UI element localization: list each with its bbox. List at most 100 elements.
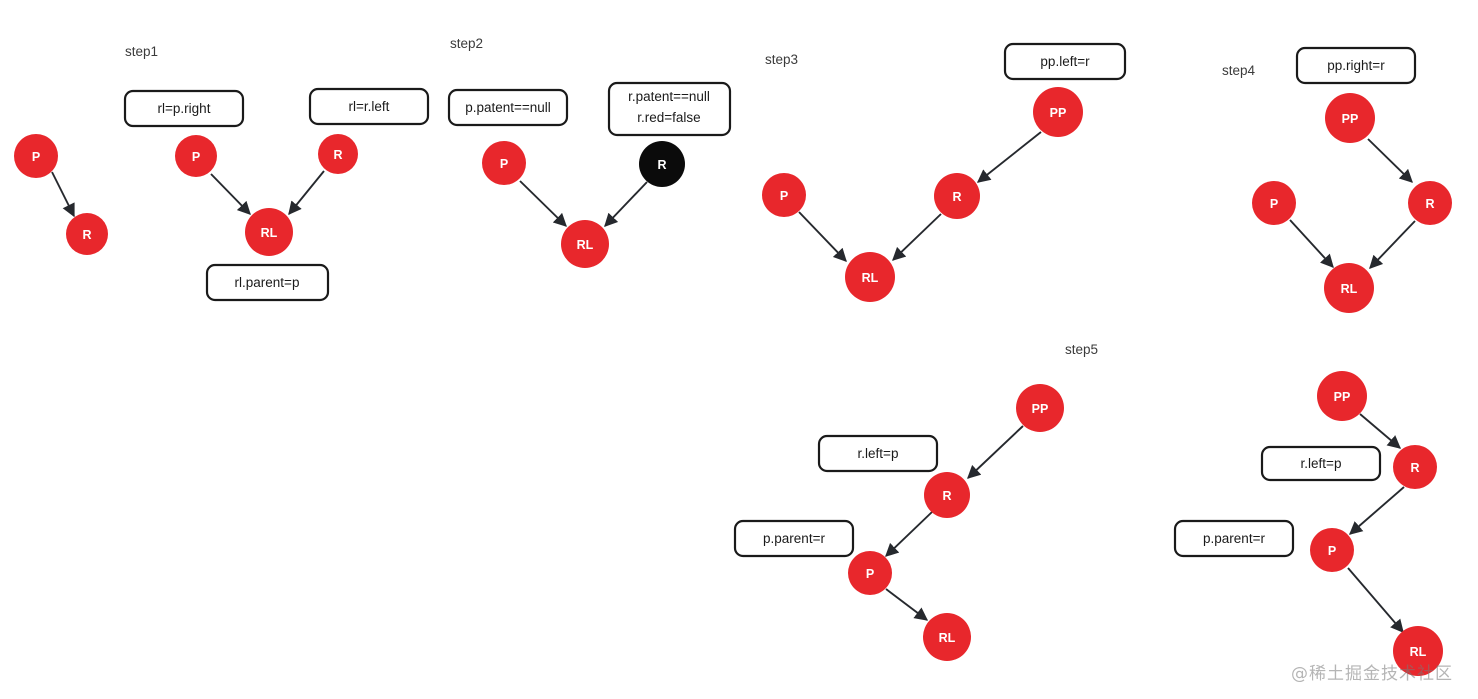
- node-p[interactable]: [1310, 528, 1354, 572]
- edge-r-to-p: [885, 511, 933, 557]
- step-label-step5: step5: [1065, 342, 1098, 357]
- edge-pp-to-r: [1367, 138, 1413, 183]
- callout-pp-left-eq-r[interactable]: [1003, 42, 1127, 81]
- node-label-rl: RL: [261, 226, 278, 240]
- node-rl[interactable]: [561, 220, 609, 268]
- node-pp[interactable]: [1033, 87, 1083, 137]
- callout-label-rl-eq-p-right: rl=p.right: [158, 101, 211, 116]
- node-r-black[interactable]: [639, 141, 685, 187]
- callout-r-left-eq-p[interactable]: [1260, 445, 1382, 482]
- step-label-step3: step3: [765, 52, 798, 67]
- node-label-pp: PP: [1342, 112, 1359, 126]
- callout-pp-right-eq-r[interactable]: [1295, 46, 1417, 85]
- step-label-step2: step2: [450, 36, 483, 51]
- node-pp[interactable]: [1016, 384, 1064, 432]
- node-label-p: P: [32, 150, 40, 164]
- callout-rl-parent-eq-p[interactable]: [205, 263, 330, 302]
- node-label-rl: RL: [1410, 645, 1427, 659]
- node-r[interactable]: [318, 134, 358, 174]
- node-p[interactable]: [762, 173, 806, 217]
- step4-group: pp.right=r PP P R RL: [1252, 46, 1452, 313]
- node-p[interactable]: [482, 141, 526, 185]
- callout-label-rl-eq-r-left: rl=r.left: [349, 99, 390, 114]
- callout-p-patent-null[interactable]: [447, 88, 569, 127]
- node-rl[interactable]: [1393, 626, 1443, 676]
- callout-label-p-parent-eq-r: p.parent=r: [763, 531, 825, 546]
- node-rl[interactable]: [923, 613, 971, 661]
- callout-r-patent-null[interactable]: [607, 81, 732, 137]
- node-label-pp: PP: [1050, 106, 1067, 120]
- step5-group: r.left=p p.parent=r PP R P RL: [733, 384, 1064, 661]
- edge-p-to-rl: [1289, 219, 1334, 268]
- node-label-r: R: [1410, 461, 1419, 475]
- node-label-r: R: [952, 190, 961, 204]
- callout-r-left-eq-p[interactable]: [817, 434, 939, 473]
- callout-rl-eq-r-left[interactable]: [308, 87, 430, 126]
- node-label-r: R: [657, 158, 666, 172]
- edge-p-to-rl: [519, 180, 567, 227]
- node-label-rl: RL: [939, 631, 956, 645]
- step-label-step4: step4: [1222, 63, 1256, 78]
- node-r[interactable]: [1408, 181, 1452, 225]
- node-p[interactable]: [175, 135, 217, 177]
- step5-right-variant-group: r.left=p p.parent=r PP R P RL: [1173, 371, 1443, 676]
- edge-r-to-rl: [1369, 220, 1416, 269]
- node-label-p: P: [500, 157, 508, 171]
- node-label-p: P: [1270, 197, 1278, 211]
- node-r[interactable]: [924, 472, 970, 518]
- node-label-r: R: [82, 228, 91, 242]
- step1-left-group: P R: [14, 134, 108, 255]
- edge-r-to-rl: [604, 181, 648, 227]
- node-r[interactable]: [934, 173, 980, 219]
- node-label-rl: RL: [862, 271, 879, 285]
- callout-label-p-patent-null: p.patent==null: [465, 100, 551, 115]
- node-label-pp: PP: [1032, 402, 1049, 416]
- callout-label-rl-parent-eq-p: rl.parent=p: [235, 275, 300, 290]
- edge-r-to-p: [1348, 486, 1405, 535]
- node-label-r: R: [1425, 197, 1434, 211]
- node-label-pp: PP: [1334, 390, 1351, 404]
- step-label-step1: step1: [125, 44, 158, 59]
- callout-label-pp-left-eq-r: pp.left=r: [1040, 54, 1090, 69]
- node-pp[interactable]: [1317, 371, 1367, 421]
- edge-r-to-rl: [288, 170, 325, 216]
- node-r[interactable]: [1393, 445, 1437, 489]
- node-label-p: P: [866, 567, 874, 581]
- step2-group: p.patent==null r.patent==null r.red=fals…: [447, 81, 732, 268]
- callout-label-r-left-eq-p: r.left=p: [858, 446, 899, 461]
- edge-pp-to-r: [967, 425, 1024, 479]
- step3-group: pp.left=r PP P R RL: [762, 42, 1127, 302]
- node-label-r: R: [942, 489, 951, 503]
- node-rl[interactable]: [1324, 263, 1374, 313]
- edge-p-to-rl: [885, 588, 929, 621]
- node-r[interactable]: [66, 213, 108, 255]
- edge-pp-to-r: [1359, 413, 1402, 449]
- node-label-rl: RL: [577, 238, 594, 252]
- node-p[interactable]: [14, 134, 58, 178]
- node-label-r: R: [333, 148, 342, 162]
- edge-p-to-rl: [798, 211, 847, 262]
- callout-p-parent-eq-r[interactable]: [1173, 519, 1295, 558]
- callout-label-r-red-false: r.red=false: [637, 110, 700, 125]
- callout-rl-eq-p-right[interactable]: [123, 89, 245, 128]
- node-label-p: P: [1328, 544, 1336, 558]
- watermark: @稀土掘金技术社区: [1291, 664, 1453, 684]
- node-pp[interactable]: [1325, 93, 1375, 143]
- node-label-p: P: [192, 150, 200, 164]
- node-label-rl: RL: [1341, 282, 1358, 296]
- callout-label-pp-right-eq-r: pp.right=r: [1327, 58, 1385, 73]
- node-p[interactable]: [1252, 181, 1296, 225]
- node-p[interactable]: [848, 551, 892, 595]
- node-rl[interactable]: [245, 208, 293, 256]
- step1-main-group: rl=p.right rl=r.left P R RL rl.parent=p: [123, 87, 430, 302]
- edge-pp-to-r: [976, 131, 1042, 183]
- node-rl[interactable]: [845, 252, 895, 302]
- edge-p-to-r: [51, 171, 75, 218]
- edge-p-to-rl: [210, 173, 251, 215]
- edge-r-to-rl: [892, 213, 942, 261]
- callout-label-r-patent-null: r.patent==null: [628, 89, 710, 104]
- callout-label-p-parent-eq-r: p.parent=r: [1203, 531, 1265, 546]
- callout-p-parent-eq-r[interactable]: [733, 519, 855, 558]
